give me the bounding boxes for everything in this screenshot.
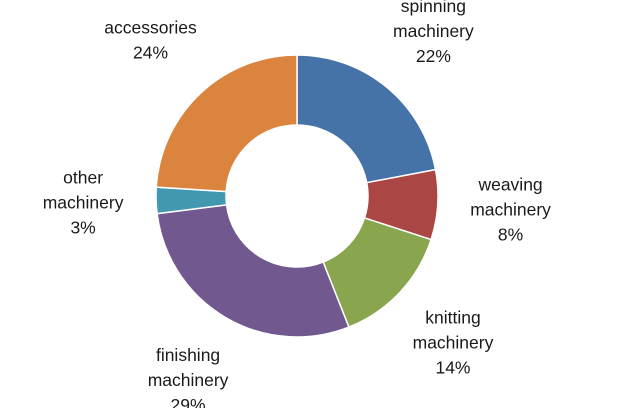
donut-slices	[155, 54, 439, 338]
slice-category-label: machinery	[470, 199, 551, 219]
slice-label-weaving-machinery: weaving machinery 8%	[470, 174, 551, 244]
donut-slice-finishing-machinery	[156, 204, 350, 338]
slice-percent-label: 29%	[171, 395, 206, 408]
slice-category-label: machinery	[148, 370, 229, 390]
slice-category-label: accessories	[104, 18, 197, 38]
donut-slice-accessories	[155, 54, 298, 193]
slice-label-spinning-machinery: spinning machinery 22%	[393, 0, 474, 66]
slice-percent-label: 3%	[70, 218, 95, 238]
slice-label-finishing-machinery: finishing machinery 29%	[148, 345, 229, 408]
slice-percent-label: 8%	[498, 224, 523, 244]
slice-category-label: spinning	[401, 0, 466, 16]
slice-percent-label: 24%	[133, 43, 168, 63]
slice-category-label: finishing	[156, 345, 220, 365]
donut-slice-spinning-machinery	[296, 54, 437, 184]
slice-category-label: knitting	[425, 307, 480, 327]
donut-labels: spinning machinery 22% weaving machinery 8% kn…	[43, 0, 551, 408]
slice-category-label: machinery	[413, 332, 494, 352]
slice-category-label: weaving	[477, 174, 542, 194]
slice-percent-label: 14%	[435, 357, 470, 377]
slice-percent-label: 22%	[416, 46, 451, 66]
slice-label-knitting-machinery: knitting machinery 14%	[413, 307, 494, 377]
slice-label-accessories: accessories 24%	[104, 18, 197, 63]
slice-category-label: machinery	[43, 193, 124, 213]
slice-category-label: other	[63, 168, 103, 188]
slice-category-label: machinery	[393, 21, 474, 41]
slice-label-other-machinery: other machinery 3%	[43, 168, 124, 238]
